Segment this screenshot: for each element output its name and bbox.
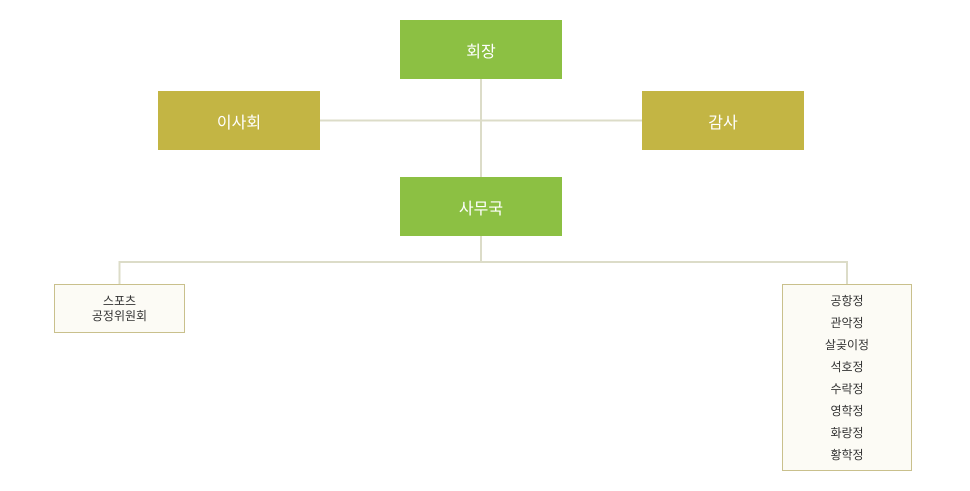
sports-committee-label: 스포츠 공정위원회 [91,293,148,323]
secretariat-box: 사무국 [400,177,562,236]
audit-label: 감사 [708,112,738,132]
audit-box: 감사 [642,91,804,150]
pavilion-item: 황학정 [830,447,864,462]
pavilion-item: 관악정 [830,315,864,330]
pavilion-item: 영학정 [830,403,864,418]
pavilion-item: 수락정 [830,381,864,396]
sports-committee-box: 스포츠 공정위원회 [54,284,185,333]
chairman-box: 회장 [400,20,562,79]
board-label: 이사회 [216,112,262,132]
pavilion-item: 살곶이정 [824,337,870,352]
secretariat-label: 사무국 [458,198,504,218]
chairman-label: 회장 [466,41,496,61]
pavilion-item: 공항정 [830,293,864,308]
pavilion-item: 화랑정 [830,425,864,440]
board-box: 이사회 [158,91,320,150]
pavilions-box: 공항정 관악정 살곶이정 석호정 수락정 영학정 화랑정 황학정 [782,284,912,471]
pavilion-item: 석호정 [830,359,864,374]
